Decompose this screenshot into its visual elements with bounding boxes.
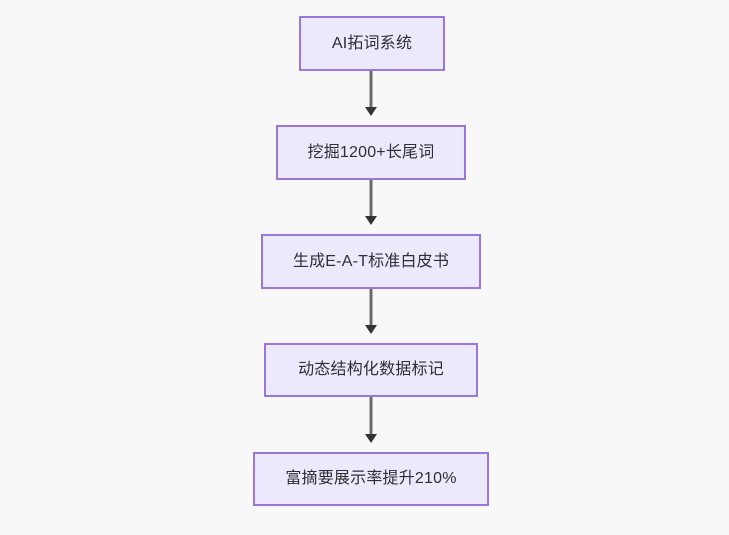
arrowhead-icon	[365, 216, 377, 225]
flow-node-label: 生成E-A-T标准白皮书	[292, 252, 450, 270]
edge-line	[369, 289, 373, 326]
flow-node-rich-snippet-impression-lift[interactable]: 富摘要展示率提升210%	[253, 452, 489, 506]
flow-node-label: 富摘要展示率提升210%	[285, 470, 457, 488]
arrowhead-icon	[365, 325, 377, 334]
flow-node-label: 动态结构化数据标记	[298, 361, 444, 379]
flow-node-ai-keyword-system[interactable]: AI拓词系统	[299, 16, 445, 71]
edge-line	[369, 180, 373, 217]
flow-node-mine-longtail-keywords[interactable]: 挖掘1200+长尾词	[276, 125, 466, 180]
flow-node-label: AI拓词系统	[331, 34, 413, 52]
arrowhead-icon	[365, 107, 377, 116]
edge-line	[369, 71, 373, 108]
flow-node-dynamic-structured-data-markup[interactable]: 动态结构化数据标记	[264, 343, 478, 397]
edge-line	[369, 397, 373, 435]
arrowhead-icon	[365, 434, 377, 443]
flow-node-label: 挖掘1200+长尾词	[307, 143, 435, 161]
flow-node-generate-eat-whitepaper[interactable]: 生成E-A-T标准白皮书	[261, 234, 481, 289]
